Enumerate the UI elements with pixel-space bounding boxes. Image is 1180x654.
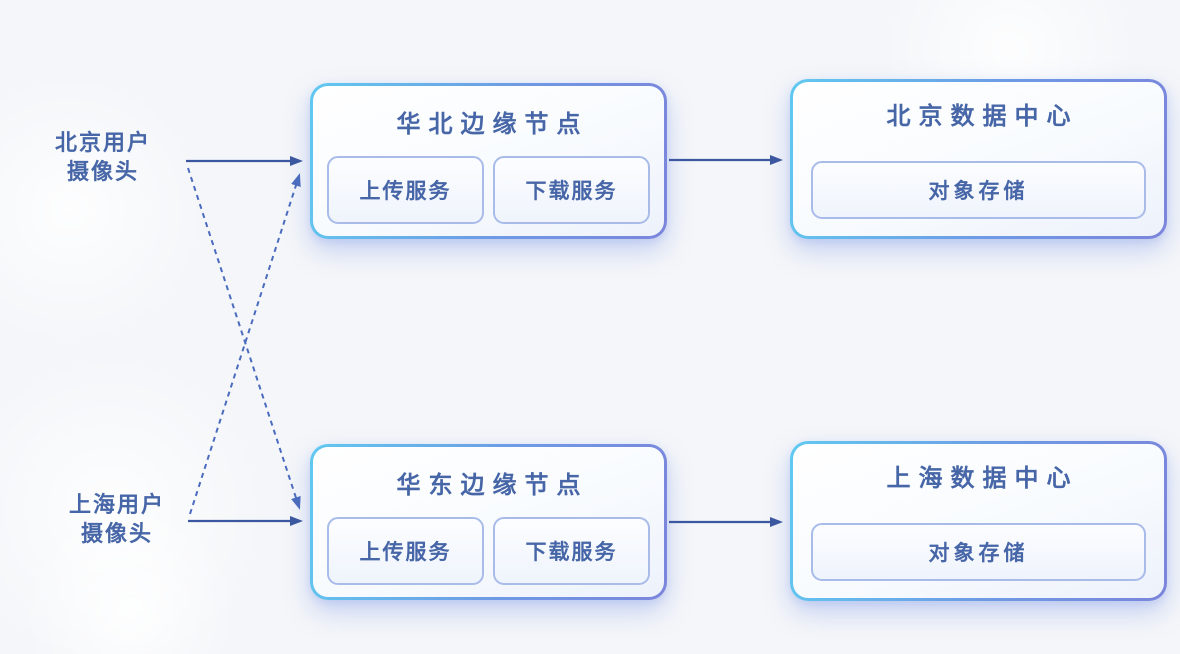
node-east-china-edge: 华东边缘节点 上传服务 下载服务	[310, 444, 667, 600]
download-service-box: 下载服务	[493, 156, 650, 224]
node-beijing-data-center: 北京数据中心 对象存储	[790, 79, 1167, 239]
source-label-line: 摄像头	[66, 159, 139, 184]
upload-service-box: 上传服务	[327, 156, 484, 224]
arrow-beijing-user-to-east-edge-dashed	[187, 167, 301, 510]
source-beijing-user-camera: 北京用户 摄像头	[18, 128, 188, 186]
background-halo	[0, 70, 210, 350]
object-storage-box: 对象存储	[811, 161, 1146, 219]
node-north-china-edge: 华北边缘节点 上传服务 下载服务	[310, 83, 667, 239]
source-label-line: 摄像头	[80, 521, 153, 546]
arrow-shanghai-user-to-north-edge-dashed	[189, 173, 301, 515]
node-body: 华东边缘节点 上传服务 下载服务	[313, 447, 664, 597]
node-body: 北京数据中心 对象存储	[793, 82, 1164, 236]
node-title: 华东边缘节点	[396, 472, 589, 499]
upload-service-box: 上传服务	[327, 517, 484, 585]
source-label-line: 上海用户	[68, 492, 165, 517]
service-row: 上传服务 下载服务	[327, 517, 650, 585]
download-service-box: 下载服务	[493, 517, 650, 585]
node-shanghai-data-center: 上海数据中心 对象存储	[790, 441, 1167, 601]
node-body: 上海数据中心 对象存储	[793, 444, 1164, 598]
service-row: 上传服务 下载服务	[327, 156, 650, 224]
source-shanghai-user-camera: 上海用户 摄像头	[32, 490, 202, 548]
source-label-line: 北京用户	[54, 130, 151, 155]
node-title: 华北边缘节点	[396, 111, 589, 138]
node-title: 上海数据中心	[886, 465, 1079, 492]
node-body: 华北边缘节点 上传服务 下载服务	[313, 86, 664, 236]
node-title: 北京数据中心	[886, 103, 1079, 130]
object-storage-box: 对象存储	[811, 523, 1146, 581]
